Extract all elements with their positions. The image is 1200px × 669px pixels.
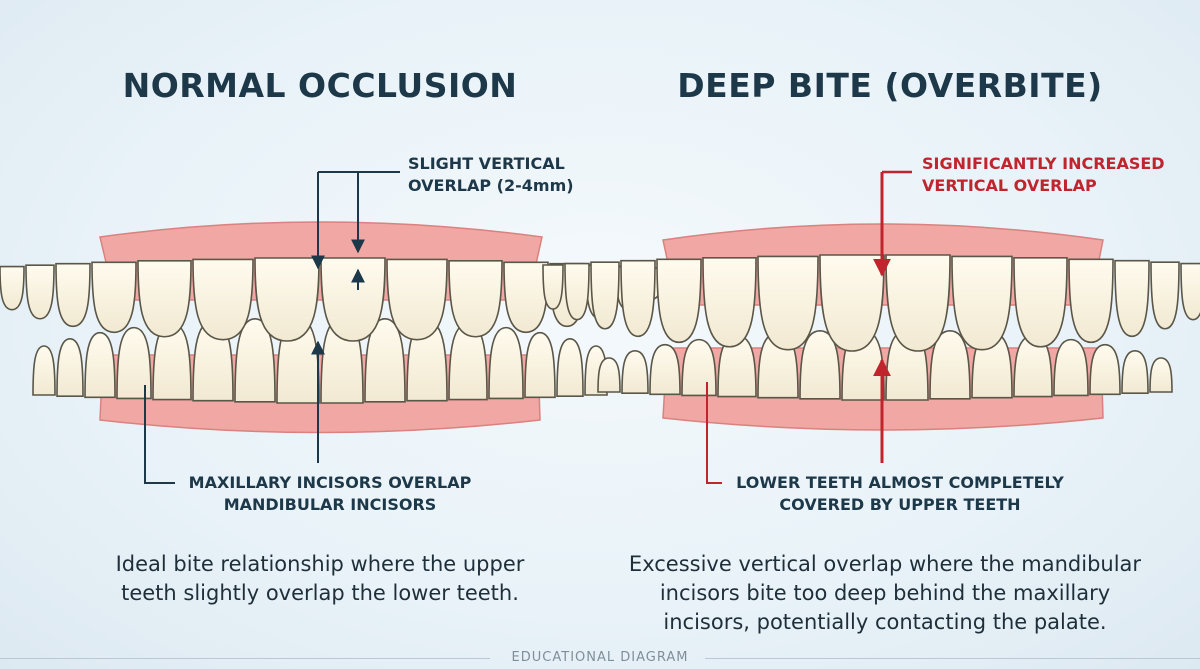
tooth (137, 260, 192, 338)
lower-teeth (597, 329, 1173, 401)
tooth (885, 254, 951, 352)
coverage-callout-right (706, 382, 722, 484)
tooth (556, 338, 584, 397)
overlap-note-left: SLIGHT VERTICAL OVERLAP (2-4mm) (408, 153, 574, 197)
tooth (25, 264, 55, 320)
coverage-note-right: LOWER TEETH ALMOST COMPLETELY COVERED BY… (715, 472, 1085, 516)
tooth (32, 345, 56, 396)
tooth (488, 326, 524, 400)
description-line: Ideal bite relationship where the upper (115, 552, 525, 576)
overlap-callout-right (873, 170, 912, 463)
tooth (1150, 261, 1180, 330)
tooth (192, 258, 254, 341)
normal-occlusion-title: NORMAL OCCLUSION (122, 66, 518, 105)
tooth (799, 330, 841, 400)
tooth (55, 262, 91, 328)
note-line: COVERED BY UPPER TEETH (779, 495, 1021, 514)
deep-bite-description: Excessive vertical overlap where the man… (615, 550, 1155, 637)
tooth (681, 338, 717, 397)
tooth (1121, 350, 1149, 394)
tooth (56, 338, 84, 397)
tooth (1089, 343, 1121, 396)
tooth (656, 258, 702, 344)
footer-divider (0, 658, 490, 659)
note-line: OVERLAP (2-4mm) (408, 176, 574, 195)
tooth (116, 326, 152, 400)
note-line: MANDIBULAR INCISORS (223, 495, 437, 514)
deep-bite-title: DEEP BITE (OVERBITE) (677, 66, 1103, 105)
tooth (386, 258, 448, 341)
tooth (320, 257, 386, 342)
description-line: incisors bite too deep behind the maxill… (659, 581, 1111, 605)
tooth (84, 331, 116, 399)
description-line: incisors, potentially contacting the pal… (663, 610, 1107, 634)
tooth (524, 331, 556, 399)
tooth (1149, 357, 1173, 393)
tooth (0, 265, 25, 311)
note-line: MAXILLARY INCISORS OVERLAP (188, 473, 472, 492)
tooth (621, 350, 649, 394)
tooth (757, 255, 819, 351)
overlap-note-right: SIGNIFICANTLY INCREASED VERTICAL OVERLAP (922, 153, 1165, 197)
tooth (819, 254, 885, 352)
note-line: LOWER TEETH ALMOST COMPLETELY (736, 473, 1064, 492)
footer-label: EDUCATIONAL DIAGRAM (511, 650, 689, 665)
description-line: teeth slightly overlap the lower teeth. (121, 581, 519, 605)
tooth (234, 318, 276, 403)
tooth (448, 260, 503, 338)
tooth (364, 318, 406, 403)
footer: EDUCATIONAL DIAGRAM (0, 648, 1200, 668)
incisor-note-left: MAXILLARY INCISORS OVERLAP MANDIBULAR IN… (160, 472, 500, 516)
normal-occlusion-description: Ideal bite relationship where the upper … (60, 550, 580, 608)
description-line: Excessive vertical overlap where the man… (628, 552, 1142, 576)
tooth (1053, 338, 1089, 397)
footer-divider (705, 658, 1200, 659)
normal-occlusion-teeth (0, 221, 663, 434)
deep-bite-teeth (542, 223, 1200, 431)
upper-teeth (542, 254, 1200, 352)
tooth (254, 257, 320, 342)
tooth (542, 264, 564, 310)
tooth (1013, 257, 1068, 348)
note-line: SIGNIFICANTLY INCREASED (922, 154, 1165, 173)
tooth (929, 330, 971, 400)
tooth (91, 261, 137, 334)
overlap-callout-left (311, 171, 400, 290)
note-line: SLIGHT VERTICAL (408, 154, 565, 173)
tooth (1180, 262, 1200, 321)
tooth (620, 259, 656, 338)
tooth (564, 262, 590, 321)
tooth (702, 257, 757, 348)
incisor-callout-left (144, 340, 325, 484)
tooth (590, 261, 620, 330)
tooth (951, 255, 1013, 351)
note-line: VERTICAL OVERLAP (922, 176, 1097, 195)
tooth (1068, 258, 1114, 344)
lower-teeth (32, 317, 608, 404)
tooth (597, 357, 621, 393)
tooth (649, 343, 681, 396)
tooth (503, 261, 549, 334)
tooth (1114, 259, 1150, 338)
